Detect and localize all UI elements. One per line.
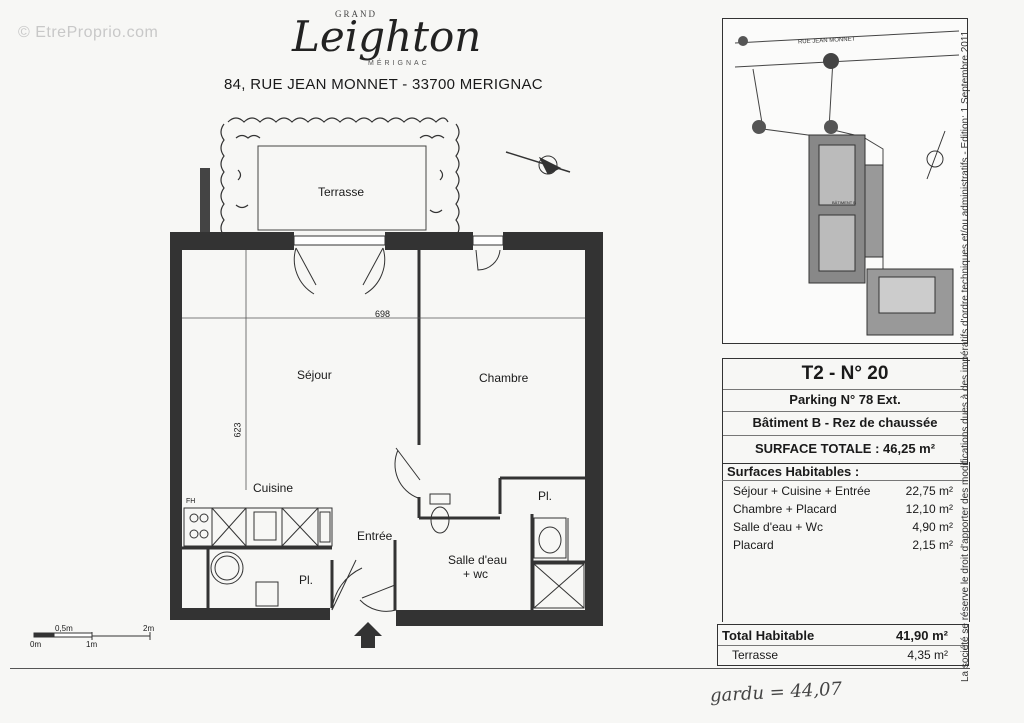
- surface-label-3: Salle d'eau + Wc: [733, 520, 824, 534]
- address: 84, RUE JEAN MONNET - 33700 MERIGNAC: [224, 76, 543, 93]
- surfaces-heading: Surfaces Habitables :: [727, 464, 860, 479]
- windows: [293, 235, 504, 246]
- scale-label-1: 1m: [86, 640, 98, 649]
- fh-label: FH: [186, 498, 196, 505]
- watermark: © EtreProprio.com: [18, 24, 159, 41]
- entrance-arrow-icon: [354, 622, 382, 648]
- terrasse-label: Terrasse: [732, 648, 779, 662]
- brand-logo: Leighton: [292, 12, 482, 61]
- site-building-label: BÂTIMENT B: [832, 200, 856, 205]
- room-label-sejour: Séjour: [297, 368, 332, 382]
- surface-label-4: Placard: [733, 538, 774, 552]
- bottom-rule: [10, 668, 970, 669]
- kitchen-fixtures: [183, 507, 333, 607]
- surface-value-3: 4,90 m²: [912, 520, 953, 534]
- terrasse-hedge: [220, 117, 460, 237]
- bathroom-fixtures: [429, 493, 585, 609]
- info-header-table: T2 - N° 20 Parking N° 78 Ext. Bâtiment B…: [722, 358, 968, 464]
- unit-title: T2 - N° 20: [723, 359, 967, 390]
- room-label-placard-1: Pl.: [299, 573, 314, 587]
- interior-walls: [182, 250, 585, 610]
- terrasse-value: 4,35 m²: [907, 648, 948, 662]
- scale-label-05: 0,5m: [55, 624, 73, 633]
- site-plan-map: [734, 30, 960, 336]
- surface-value-4: 2,15 m²: [912, 538, 953, 552]
- total-table: Total Habitable 41,90 m² Terrasse 4,35 m…: [717, 624, 969, 666]
- floor-plan: [33, 117, 603, 648]
- batiment-label: Bâtiment B - Rez de chaussée: [723, 411, 967, 436]
- scale-label-2: 2m: [143, 624, 155, 633]
- surface-value-1: 22,75 m²: [905, 484, 953, 498]
- room-label-entree: Entrée: [357, 529, 393, 543]
- surface-label-1: Séjour + Cuisine + Entrée: [733, 484, 871, 498]
- surface-label-2: Chambre + Placard: [733, 502, 837, 516]
- room-label-salle-eau: Salle d'eau: [448, 553, 508, 567]
- room-label-chambre: Chambre: [479, 371, 529, 385]
- dimension-lines: [182, 250, 585, 490]
- doors: [293, 247, 501, 612]
- compass-icon: [505, 151, 571, 175]
- total-label: Total Habitable: [722, 628, 815, 643]
- room-label-placard-2: Pl.: [538, 489, 553, 503]
- parking-label: Parking N° 78 Ext.: [723, 389, 967, 412]
- dimension-width: 698: [375, 309, 391, 319]
- scale-label-0: 0m: [30, 640, 42, 649]
- exterior-wall-stub: [200, 168, 210, 232]
- legal-side-note: La société se réserve le droit d'apporte…: [960, 30, 971, 682]
- room-label-cuisine: Cuisine: [253, 481, 294, 495]
- brand-prefix: GRAND: [335, 9, 378, 19]
- handwritten-note: gardu = 44,07: [709, 678, 843, 707]
- brand-subtitle: MÉRIGNAC: [368, 60, 430, 67]
- scale-bar: [33, 632, 151, 640]
- room-label-wc: + wc: [463, 567, 489, 581]
- surface-value-2: 12,10 m²: [905, 502, 953, 516]
- surfaces-table: Surfaces Habitables : Séjour + Cuisine +…: [722, 462, 970, 622]
- dimension-height: 623: [232, 422, 243, 438]
- site-plan-panel: [722, 18, 968, 344]
- surface-totale: SURFACE TOTALE : 46,25 m²: [754, 441, 936, 456]
- exterior-walls: [170, 232, 603, 626]
- site-buildings: [808, 134, 954, 336]
- total-value: 41,90 m²: [895, 628, 948, 643]
- site-compass-icon: [926, 130, 946, 180]
- room-label-terrasse: Terrasse: [318, 185, 365, 199]
